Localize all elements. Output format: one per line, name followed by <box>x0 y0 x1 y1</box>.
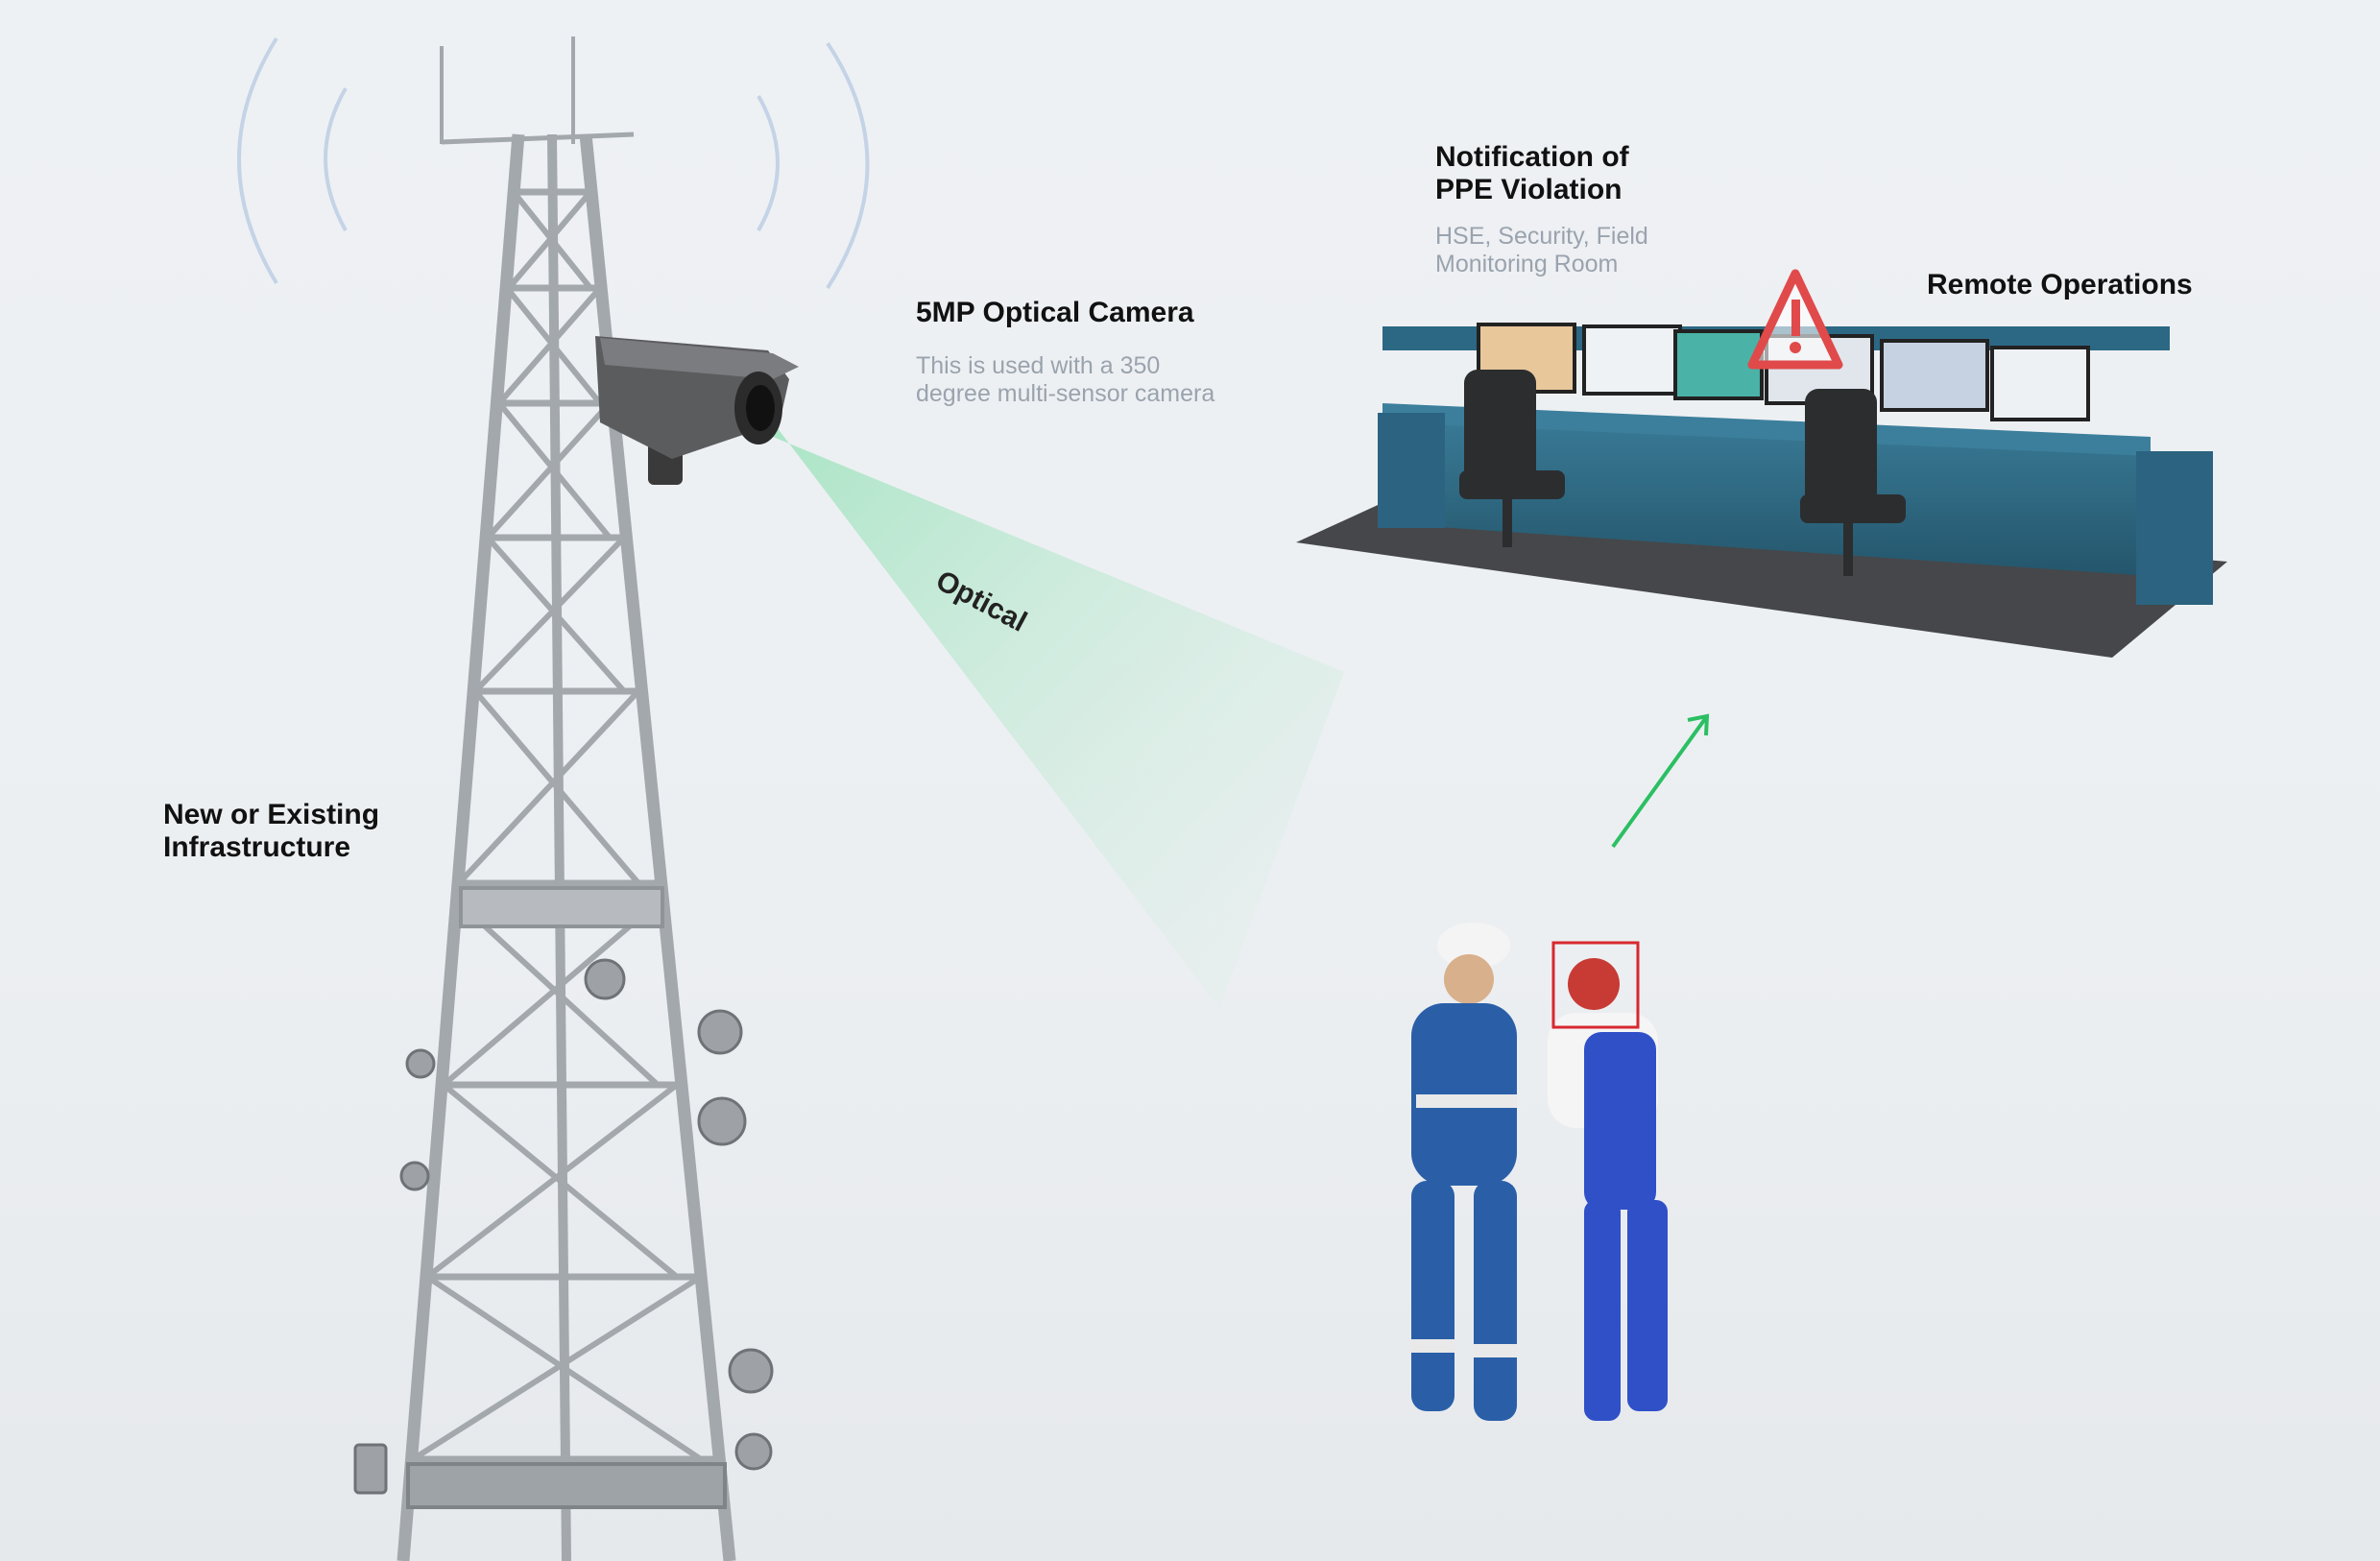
infrastructure-label: New or Existing Infrastructure <box>163 799 379 864</box>
optical-beam <box>758 403 1344 1008</box>
control-room <box>1296 274 2227 658</box>
workers <box>1411 923 1668 1421</box>
infrastructure-label-line2: Infrastructure <box>163 831 379 864</box>
camera-title: 5MP Optical Camera <box>916 297 1194 329</box>
notification-title: Notification of PPE Violation <box>1435 141 1629 206</box>
notification-title-line1: Notification of <box>1435 141 1629 174</box>
infrastructure-label-line1: New or Existing <box>163 799 379 831</box>
security-camera <box>595 336 799 485</box>
warning-triangle-icon <box>1752 274 1839 365</box>
remote-operations-label: Remote Operations <box>1927 269 2193 301</box>
notification-subtitle-line1: HSE, Security, Field <box>1435 223 1648 251</box>
telecom-tower <box>403 36 730 1561</box>
notification-title-line2: PPE Violation <box>1435 174 1629 206</box>
notification-subtitle: HSE, Security, Field Monitoring Room <box>1435 223 1648 278</box>
camera-description-line1: This is used with a 350 <box>916 352 1214 380</box>
camera-description-line2: degree multi-sensor camera <box>916 380 1214 408</box>
camera-description: This is used with a 350 degree multi-sen… <box>916 352 1214 408</box>
notification-subtitle-line2: Monitoring Room <box>1435 251 1648 278</box>
notification-arrow-icon <box>1613 716 1707 847</box>
